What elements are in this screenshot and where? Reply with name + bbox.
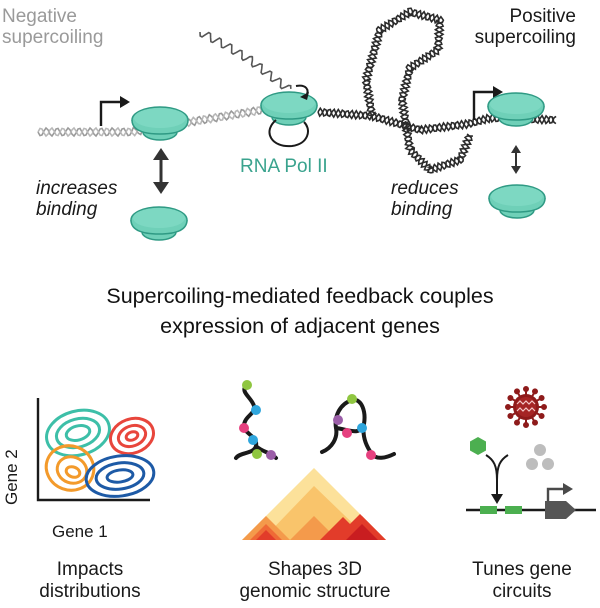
virus-icon	[505, 386, 547, 428]
reporter-gene	[545, 501, 576, 519]
operator-site	[505, 506, 522, 514]
headline: Supercoiling-mediated feedback couples e…	[106, 284, 494, 338]
reduces-binding-label: reduces binding	[391, 178, 459, 221]
binding-double-arrow-icon	[153, 148, 169, 194]
operator-site	[480, 506, 497, 514]
contour-plot	[36, 398, 156, 502]
rna-pol-label: RNA Pol II	[240, 156, 328, 177]
caption-structure: Shapes 3D genomic structure	[239, 559, 391, 602]
rotation-arrow-icon	[268, 84, 309, 148]
inducer-hexagon-icon	[470, 437, 486, 455]
chromatin-beads	[239, 380, 376, 460]
x-axis-label: Gene 1	[52, 522, 108, 541]
caption-distributions: Impacts distributions	[39, 559, 141, 602]
polymerase-icon	[488, 184, 546, 219]
contour-teal	[45, 408, 111, 458]
repression-arrow-icon	[485, 454, 509, 504]
polymerase-icon	[260, 91, 318, 126]
plectoneme-loop	[361, 7, 473, 174]
small-molecules-icon	[526, 444, 554, 470]
promoter-arrow-icon	[472, 86, 503, 120]
nascent-rna	[199, 31, 292, 90]
gene-circuit-construct	[466, 483, 596, 519]
negative-supercoiling-label: Negative supercoiling	[2, 6, 104, 49]
contour-blue	[84, 454, 156, 498]
polymerase-icon	[130, 206, 188, 241]
y-axis-label: Gene 2	[2, 449, 21, 505]
chromatin-fiber-left	[234, 384, 278, 460]
promoter-arrow-icon	[99, 96, 130, 126]
contour-red	[109, 416, 155, 456]
caption-circuits: Tunes gene circuits	[472, 559, 572, 602]
increases-binding-label: increases binding	[36, 178, 118, 221]
binding-double-arrow-icon	[511, 145, 521, 174]
contact-heatmap	[242, 468, 386, 540]
positive-supercoiling-label: Positive supercoiling	[474, 6, 576, 49]
